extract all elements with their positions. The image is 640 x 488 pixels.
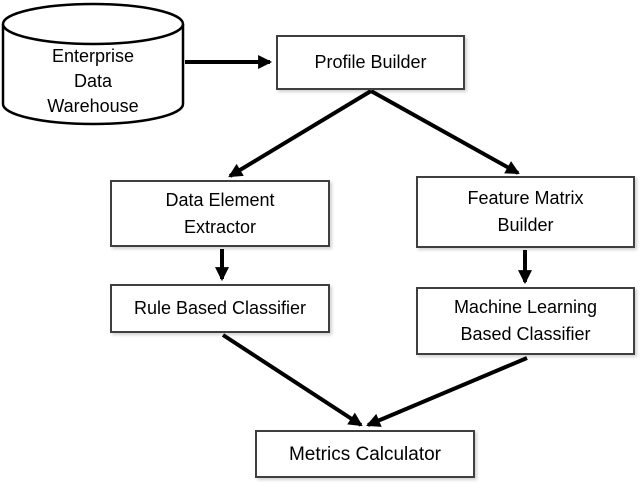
node-label-line: Based Classifier [460,324,591,344]
edge-ml-classifier-to-metrics-calculator [366,356,528,427]
node-label-line: Rule Based Classifier [133,298,307,318]
edge-profile-builder-to-data-element-extractor [228,89,373,178]
node-label-line: Data [73,70,113,91]
node-label-line: Feature Matrix [467,188,584,208]
edge-rule-based-classifier-to-metrics-calculator [221,333,363,427]
edge-profile-builder-to-feature-matrix-builder [370,89,520,175]
node-label-line: Metrics Calculator [288,443,442,465]
node-label-line: Warehouse [47,95,139,116]
node-label-line: Extractor [183,216,257,237]
node-feature-matrix-builder: Feature Matrix Builder [416,176,635,248]
node-data-element-extractor: Data Element Extractor [110,180,330,247]
node-profile-builder: Profile Builder [276,35,465,90]
node-label-line: Machine Learning [453,297,598,317]
node-label-line: Profile Builder [314,52,427,72]
node-rule-based-classifier: Rule Based Classifier [110,284,330,333]
node-metrics-calculator: Metrics Calculator [255,430,475,478]
database-cylinder-shape [1,2,185,126]
node-label-line: Builder [497,215,554,235]
node-label-line: Data Element [165,189,275,210]
node-label-line: Enterprise [51,45,135,66]
node-machine-learning-based-classifier: Machine Learning Based Classifier [416,287,635,355]
node-enterprise-data-warehouse: Enterprise Data Warehouse [4,42,182,120]
